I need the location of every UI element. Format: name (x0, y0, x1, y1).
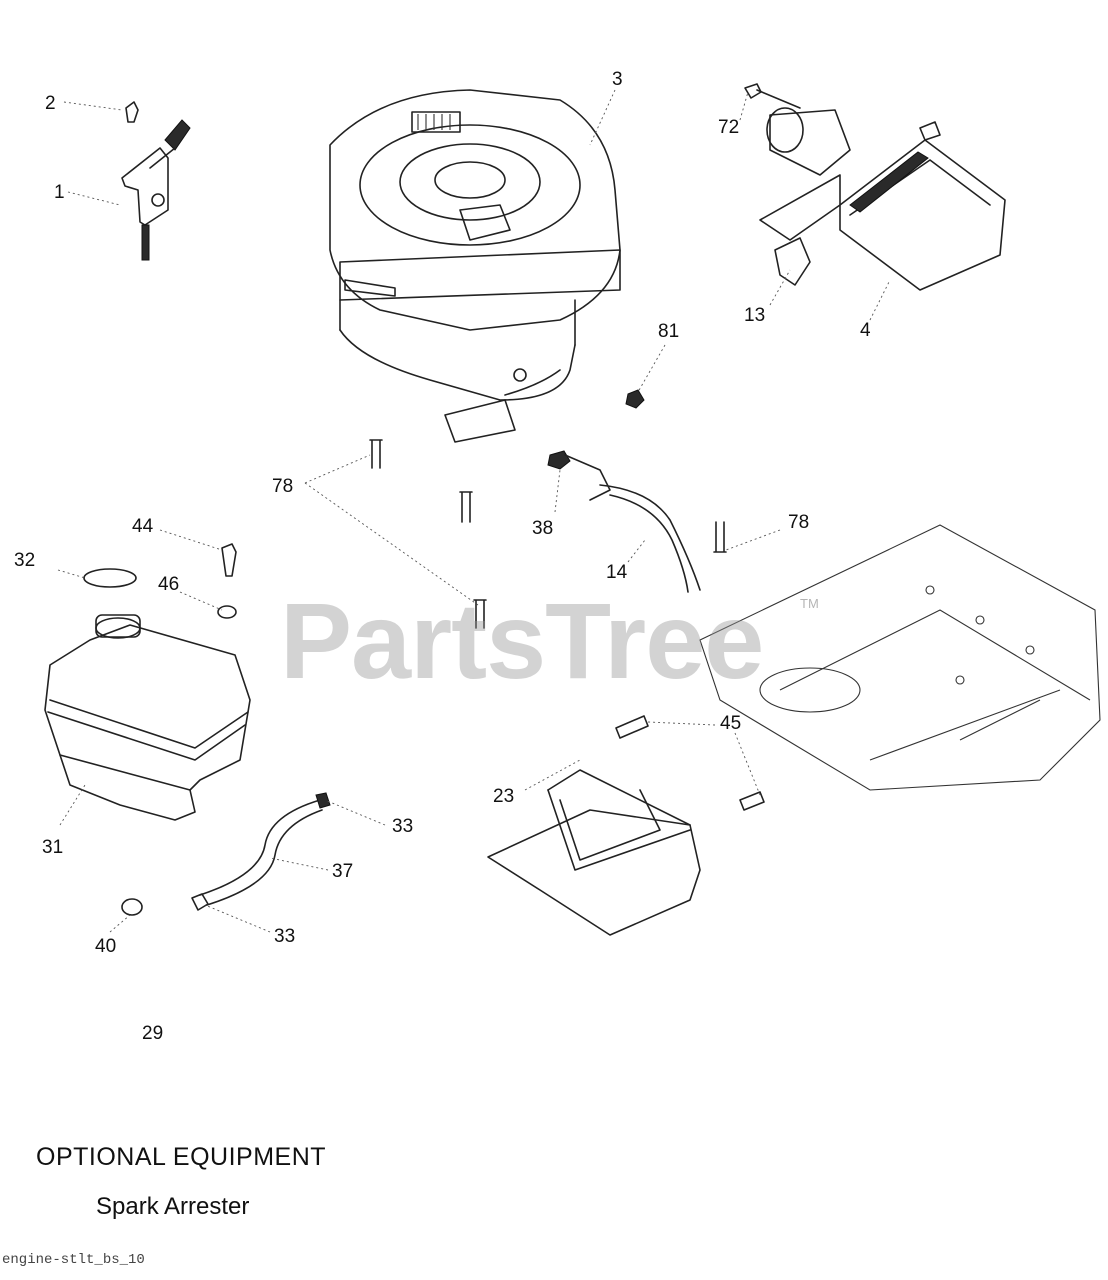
throttle-control-part (121, 101, 191, 261)
callout-37: 37 (332, 861, 353, 882)
callout-33-upper: 33 (392, 816, 413, 837)
callout-72: 72 (718, 117, 739, 138)
callout-23: 23 (493, 786, 514, 807)
callout-40: 40 (95, 936, 116, 957)
callout-2: 2 (45, 93, 56, 114)
engine-part (329, 89, 621, 443)
callout-31: 31 (42, 837, 63, 858)
leader-lines (57, 89, 891, 933)
callout-29: 29 (142, 1023, 163, 1044)
callout-78-left: 78 (272, 476, 293, 497)
mower-frame-part (699, 524, 1101, 791)
spark-arrester-label: Spark Arrester (96, 1193, 250, 1220)
fuel-hose-part (121, 792, 331, 916)
callouts: 2 1 3 72 13 4 81 78 38 78 14 44 32 46 45… (14, 69, 871, 1044)
bolts-and-fuel-line (369, 389, 727, 629)
optional-equipment-heading: OPTIONAL EQUIPMENT (36, 1143, 327, 1171)
callout-78-right: 78 (788, 512, 809, 533)
callout-14: 14 (606, 562, 628, 583)
callout-81: 81 (658, 321, 679, 342)
callout-4: 4 (860, 320, 871, 341)
trademark-mark: TM (800, 596, 819, 611)
callout-38: 38 (532, 518, 553, 539)
callout-3: 3 (612, 69, 623, 90)
callout-46: 46 (158, 574, 179, 595)
callout-33-lower: 33 (274, 926, 295, 947)
partstree-watermark: PartsTree (280, 580, 764, 701)
diagram-code: engine-stlt_bs_10 (2, 1252, 145, 1268)
callout-1: 1 (54, 182, 65, 203)
fuel-tank-part (44, 543, 251, 821)
callout-13: 13 (744, 305, 765, 326)
air-cleaner-part (744, 83, 1006, 291)
callout-32: 32 (14, 550, 35, 571)
callout-44: 44 (132, 516, 154, 537)
spark-arrester-shield (487, 715, 765, 936)
callout-45: 45 (720, 713, 741, 734)
